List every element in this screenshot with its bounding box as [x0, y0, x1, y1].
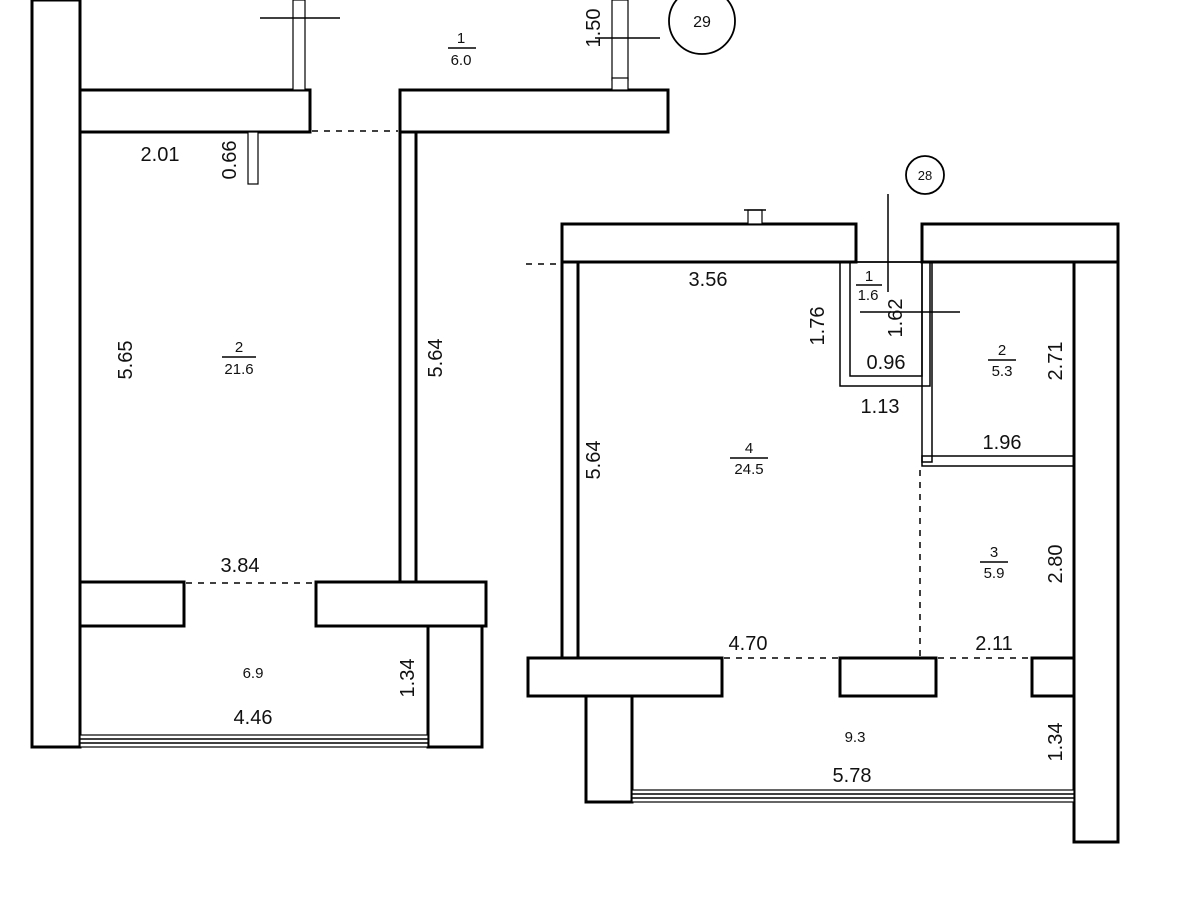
marker-29: 29 [668, 0, 736, 55]
right-unit-bath-partition-v [921, 261, 933, 463]
right-living-number: 4 [745, 440, 753, 457]
left-main-room-area: 21.6 [224, 361, 253, 378]
left-unit-balcony-right-wall [426, 624, 484, 749]
right-dim-left-height: 5.64 [583, 441, 605, 480]
right-dim-entry-height: 1.76 [807, 307, 829, 346]
left-dim-left-height: 5.65 [115, 341, 137, 380]
left-dim-top: 1.50 [583, 9, 605, 48]
right-unit-right-wall [1072, 260, 1120, 844]
left-unit-right-wall [398, 130, 418, 584]
left-dim-door-width: 2.01 [141, 144, 180, 166]
left-unit-shaft-cap [611, 77, 629, 91]
right-dim-corridor: 1.13 [861, 396, 900, 418]
left-unit: 1 6.0 2 21.6 6.9 1.50 2.01 0.66 5.65 5.6… [30, 0, 670, 749]
left-unit-top-wall-right [398, 88, 670, 134]
right-dim-kitchen-height: 2.80 [1045, 545, 1067, 584]
right-bath-number: 2 [998, 342, 1006, 359]
marker-28-circle [905, 155, 945, 195]
right-dim-living-width: 4.70 [729, 633, 768, 655]
right-unit-balcony-left-wall [584, 694, 634, 804]
right-unit-top-wall-left [560, 222, 858, 264]
left-unit-top-wall-left [78, 88, 312, 134]
right-dim-bath-width: 1.96 [983, 432, 1022, 454]
right-unit-bottom-wall-mid [838, 656, 938, 698]
left-unit-balcony-glazing [79, 734, 429, 748]
right-living-area: 24.5 [734, 461, 763, 478]
left-dim-bottom-width: 3.84 [221, 555, 260, 577]
left-unit-shaft-right [611, 0, 629, 81]
right-dim-kitchen-width: 2.11 [975, 633, 1012, 655]
marker-29-circle [668, 0, 736, 55]
marker-28-label: 28 [918, 168, 932, 183]
left-unit-bottom-wall-right [314, 580, 488, 628]
right-unit-bath-partition-h [921, 455, 1075, 467]
left-unit-vent-shaft [292, 0, 306, 91]
right-unit-top-wall-right [920, 222, 1120, 264]
left-dim-door-depth: 0.66 [219, 141, 241, 180]
right-entry-number: 1 [865, 268, 873, 285]
right-dim-top-width: 3.56 [689, 269, 728, 291]
left-unit-door-jamb [247, 131, 259, 185]
left-dim-balcony-width: 4.46 [234, 707, 273, 729]
right-bath-area: 5.3 [992, 363, 1013, 380]
left-top-room-area: 6.0 [451, 52, 472, 69]
left-unit-outer-wall [30, 0, 82, 749]
marker-29-label: 29 [693, 14, 711, 31]
right-entry-area: 1.6 [858, 287, 879, 304]
right-dim-entry-inner: 1.62 [885, 299, 907, 338]
right-unit-bottom-wall-right [1030, 656, 1076, 698]
right-dim-bath-height: 2.71 [1045, 342, 1067, 381]
right-kitchen-area: 5.9 [984, 565, 1005, 582]
left-main-room-number: 2 [235, 339, 243, 356]
right-balcony-area: 9.3 [845, 729, 866, 746]
left-unit-bottom-wall-left [78, 580, 186, 628]
left-dim-right-height: 5.64 [425, 339, 447, 378]
right-unit-balcony-glazing [631, 789, 1075, 803]
right-dim-balcony-depth: 1.34 [1045, 723, 1067, 762]
left-balcony-area: 6.9 [243, 665, 264, 682]
right-kitchen-number: 3 [990, 544, 998, 561]
marker-28: 28 [905, 155, 945, 195]
right-dim-balcony-width: 5.78 [833, 765, 872, 787]
left-top-room-number: 1 [457, 30, 465, 47]
right-unit-bottom-wall-left [526, 656, 724, 698]
left-dim-balcony-depth: 1.34 [397, 659, 419, 698]
right-dim-entry-width: 0.96 [867, 352, 906, 374]
right-unit-left-wall [560, 260, 580, 660]
right-unit: 1 1.6 2 5.3 3 5.9 4 24.5 9.3 3.56 1.76 1… [526, 194, 1120, 844]
right-unit-top-vent [747, 209, 763, 225]
